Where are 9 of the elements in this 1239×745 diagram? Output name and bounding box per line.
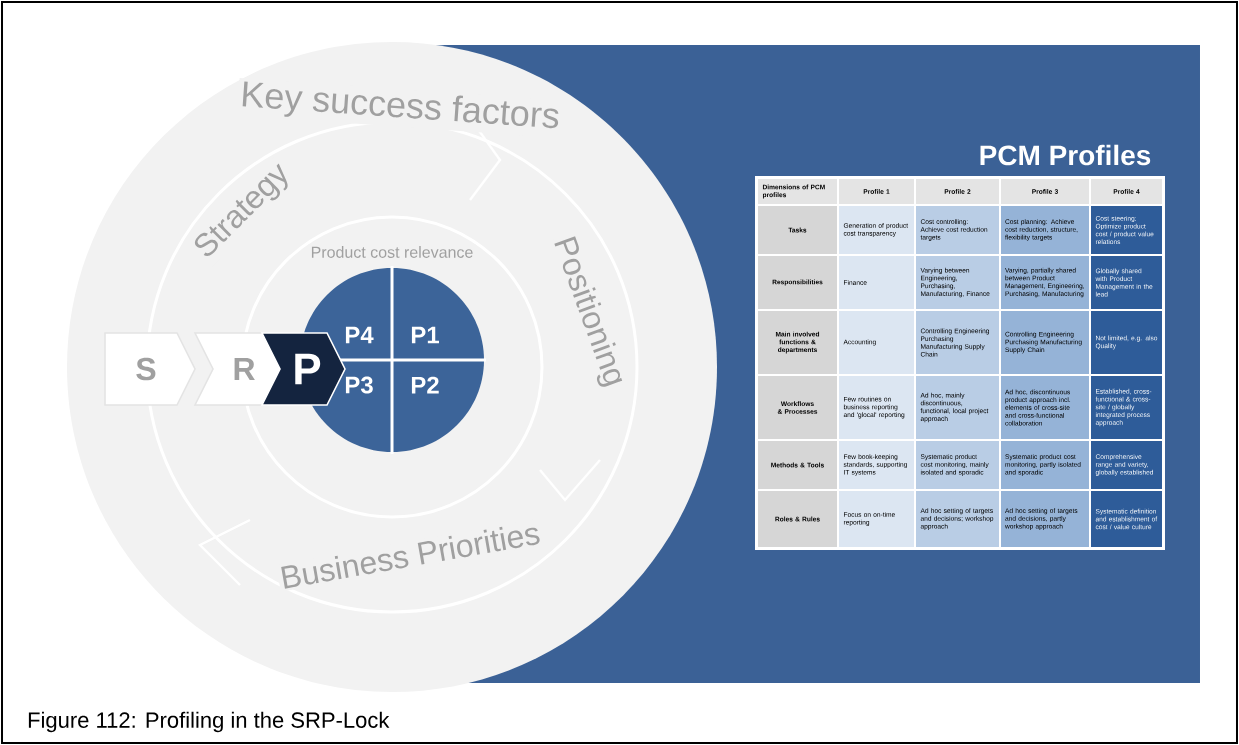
process-step: P [260,332,346,406]
panel-title: PCM Profiles [980,144,1151,166]
pie-segment: P2 [392,360,484,452]
ring-label: Key success factors [237,78,563,138]
caption: Figure 112: Profiling in the SRP-Lock [28,711,390,733]
pie-segment: P1 [392,268,484,360]
process-step: S [104,332,196,406]
ring-label: Business Priorities [276,518,544,592]
ring-label: Product cost relevance [308,244,476,260]
